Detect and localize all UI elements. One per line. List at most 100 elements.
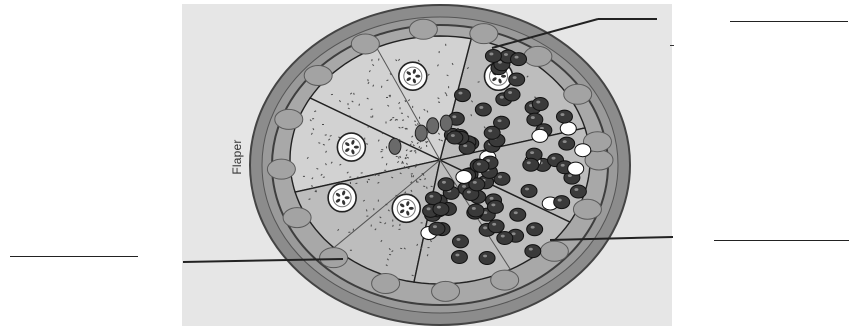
olive (504, 88, 520, 101)
crust-knob (283, 208, 311, 228)
herb-speck (366, 215, 368, 216)
herb-speck (412, 106, 413, 108)
olive-highlight (467, 191, 471, 194)
olive (532, 98, 548, 111)
herb-speck (350, 250, 352, 251)
olive (475, 103, 491, 116)
olive-highlight (492, 223, 496, 226)
olive (521, 184, 537, 197)
olive (527, 113, 543, 126)
herb-speck (386, 121, 387, 123)
answer-blank-left[interactable] (10, 256, 138, 257)
olive-highlight (563, 140, 567, 143)
olive (510, 208, 526, 221)
olive (427, 118, 439, 134)
olive-highlight (463, 144, 467, 147)
olive-highlight (501, 235, 505, 238)
olive (554, 196, 570, 209)
vertical-label: Flaper (230, 139, 244, 174)
olive-highlight (508, 91, 512, 94)
herb-speck (422, 173, 424, 174)
olive-highlight (442, 181, 446, 184)
answer-blank-top-right[interactable] (730, 21, 848, 22)
crust-knob (524, 46, 552, 66)
herb-speck (373, 208, 374, 210)
tomato-slice (328, 184, 356, 212)
olive (433, 203, 449, 216)
olive-highlight (483, 226, 487, 229)
crust-knob (351, 34, 379, 54)
crust-knob (275, 109, 303, 129)
olive-highlight (560, 113, 564, 116)
herb-speck (427, 247, 429, 248)
olive (487, 200, 503, 213)
herb-speck (389, 254, 391, 255)
herb-speck (439, 51, 440, 53)
olive-highlight (500, 96, 504, 99)
herb-speck (386, 146, 387, 148)
olive-highlight (515, 56, 519, 59)
olive (479, 252, 495, 265)
crust-knob (267, 159, 295, 179)
answer-blank-right[interactable] (714, 240, 849, 241)
herb-speck (348, 232, 350, 233)
olive-highlight (427, 207, 431, 210)
olive-highlight (536, 101, 540, 104)
olive-highlight (455, 254, 459, 257)
olive (452, 235, 468, 248)
olive (447, 131, 463, 144)
olive-highlight (504, 53, 508, 56)
tomato-seed (354, 146, 359, 149)
olive (560, 122, 576, 135)
crust-knob (320, 248, 348, 268)
olive-highlight (529, 248, 533, 251)
olive-highlight (456, 238, 460, 241)
olive (509, 73, 525, 86)
olive (438, 178, 454, 191)
crust-knob (573, 199, 601, 219)
olive-highlight (498, 119, 502, 122)
herb-speck (347, 103, 348, 105)
olive (523, 158, 539, 171)
crust-knob (470, 24, 498, 44)
tomato-slice (337, 133, 365, 161)
tomato-seed (501, 75, 506, 78)
tomato-slice (399, 62, 427, 90)
olive-highlight (558, 199, 562, 202)
olive-highlight (530, 151, 534, 154)
olive-highlight (489, 53, 493, 56)
olive (497, 232, 513, 245)
olive-highlight (491, 204, 495, 207)
crust-knob (540, 241, 568, 261)
olive-highlight (561, 164, 565, 167)
olive-highlight (477, 163, 481, 166)
crust-knob (432, 281, 460, 301)
crust-knob (491, 270, 519, 290)
herb-speck (417, 182, 419, 183)
olive-highlight (451, 134, 455, 137)
herb-speck (368, 126, 369, 128)
olive (532, 129, 548, 142)
olive (488, 220, 504, 233)
olive (559, 137, 575, 150)
herb-speck (364, 138, 365, 140)
herb-speck (322, 124, 324, 125)
olive (511, 53, 527, 66)
olive (570, 185, 586, 198)
olive-highlight (452, 115, 456, 118)
olive (451, 251, 467, 264)
herb-speck (419, 117, 420, 119)
olive (440, 115, 452, 131)
olive-highlight (479, 106, 483, 109)
herb-speck (392, 219, 393, 221)
herb-speck (400, 107, 401, 109)
crust-knob (409, 19, 437, 39)
herb-speck (445, 44, 446, 46)
small-tick-mark (670, 45, 674, 46)
tomato-seed (409, 207, 414, 210)
tomato-seed (345, 196, 350, 199)
olive-highlight (527, 161, 531, 164)
herb-speck (398, 157, 399, 159)
